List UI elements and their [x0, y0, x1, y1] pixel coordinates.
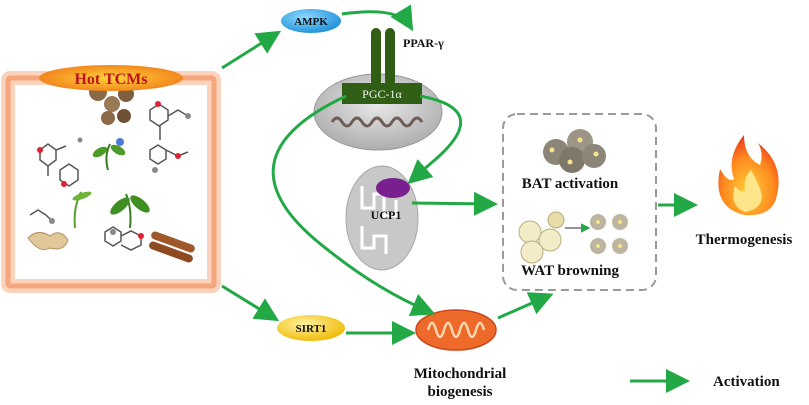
hot-tcm-title: Hot TCMs — [74, 71, 147, 88]
wat-cells — [518, 211, 628, 264]
legend-label: Activation — [713, 374, 780, 390]
dna-strand — [330, 116, 424, 128]
ampk-label: AMPK — [294, 16, 328, 28]
adipocyte-box — [502, 113, 657, 291]
ppar-receptor — [371, 28, 395, 86]
mito-label-line1: Mitochondrial — [414, 366, 507, 382]
arrow-pgc-mito — [271, 94, 436, 317]
mitochondrion-ucp1 — [345, 165, 419, 271]
pgc-label: PGC-1α — [362, 87, 402, 101]
bat-label: BAT activation — [522, 176, 619, 192]
pgc-box — [342, 83, 422, 104]
ginger-root — [27, 232, 69, 251]
molecule-structures — [29, 103, 189, 251]
molecule-atoms — [37, 101, 191, 239]
ppar-label: PPAR-γ — [403, 36, 444, 50]
cinnamon-sticks — [149, 231, 195, 263]
ucp1-label: UCP1 — [371, 208, 402, 222]
arrow-ampk-ppar — [341, 4, 414, 32]
hot-tcm-badge — [39, 65, 183, 91]
mitochondria-biogenesis-icon — [415, 309, 497, 351]
legend: Activation — [630, 369, 780, 393]
bat-cells — [543, 129, 606, 173]
sirt1-badge — [277, 315, 345, 341]
flame-icon — [718, 135, 779, 216]
arrow-tcm-sirt1 — [221, 284, 280, 322]
wat-label: WAT browning — [521, 263, 619, 279]
activation-arrows — [221, 4, 698, 345]
thermo-label: Thermogenesis — [696, 232, 793, 248]
arrow-ucp1-fat — [411, 191, 498, 216]
ucp1-protein — [376, 178, 410, 198]
arrow-mito-fat — [497, 292, 554, 320]
herb-panel: Hot TCMs — [1, 65, 221, 293]
sirt1-label: SIRT1 — [296, 323, 327, 335]
arrow-pgc-ucp1 — [407, 94, 462, 184]
herb-plants — [72, 138, 150, 229]
arrow-tcm-ampk — [221, 30, 282, 70]
ampk-badge — [281, 9, 341, 33]
mito-label-line2: biogenesis — [427, 384, 492, 400]
